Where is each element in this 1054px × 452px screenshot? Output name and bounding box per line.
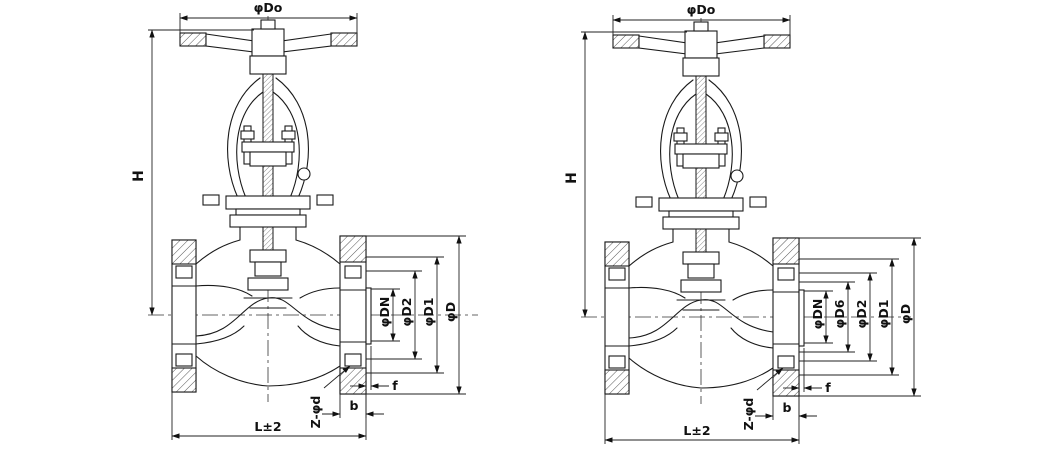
left-dim-label-zd: Z-φd <box>308 396 323 429</box>
right-dim-label-zd: Z-φd <box>741 398 756 431</box>
left-valve-dimensions <box>148 13 466 440</box>
right-dim-label-d: φD <box>898 304 913 324</box>
right-dim-label-b: b <box>783 400 792 415</box>
right-dim-label-d2: φD2 <box>854 300 869 329</box>
right-dim-label-do: φDo <box>687 2 716 17</box>
left-dim-label-d: φD <box>443 302 458 322</box>
right-dim-label-dn: φDN <box>810 299 825 330</box>
left-dim-label-h: H <box>131 170 147 182</box>
left-dim-label-do: φDo <box>254 0 283 15</box>
left-dim-label-l: L±2 <box>254 419 281 434</box>
right-valve-body <box>580 17 912 405</box>
right-valve-dimensions <box>581 15 921 444</box>
left-valve-body <box>147 15 479 403</box>
left-dim-label-d2: φD2 <box>399 298 414 327</box>
left-dim-label-b: b <box>350 398 359 413</box>
left-valve: φDo H φDN φD2 φD1 φD L±2 Z-φd b f <box>131 0 479 440</box>
right-valve: φDo H φDN φD6 φD2 φD1 φD L±2 Z-φd b f <box>564 2 921 444</box>
right-dim-label-d1: φD1 <box>876 300 891 329</box>
left-dim-label-dn: φDN <box>377 297 392 328</box>
right-dim-label-d6: φD6 <box>832 299 847 328</box>
left-dim-label-d1: φD1 <box>421 298 436 327</box>
right-dim-label-f: f <box>825 380 831 395</box>
left-dim-label-f: f <box>392 378 398 393</box>
right-dim-label-h: H <box>564 172 580 184</box>
right-dim-label-l: L±2 <box>683 423 710 438</box>
